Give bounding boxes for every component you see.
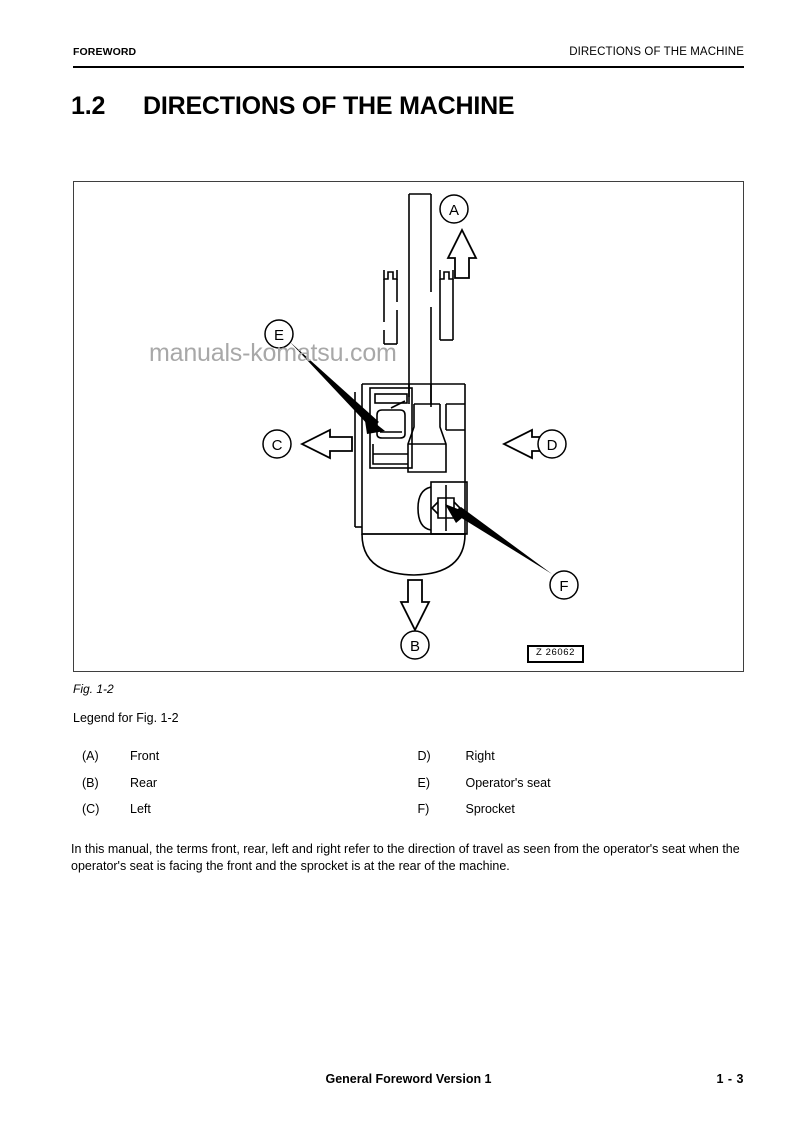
header-section-label: FOREWORD (73, 46, 137, 58)
footer-document-title: General Foreword Version 1 (325, 1072, 492, 1086)
arrow-front-up (446, 227, 478, 279)
page-header: FOREWORD DIRECTIONS OF THE MACHINE (73, 46, 744, 58)
leader-line-f (455, 507, 552, 574)
legend-key: E) (417, 775, 431, 790)
sprocket-teeth-left (430, 501, 439, 515)
legend-key: (C) (82, 802, 100, 816)
leader-arrowhead-f (445, 504, 468, 523)
cab-console (372, 444, 408, 465)
cab-linkage-mark (390, 400, 406, 409)
counterweight-rounded-rear (361, 533, 466, 576)
callout-circle-e (264, 319, 294, 349)
legend-value: Operator's seat (465, 775, 551, 790)
callout-circle-c (262, 429, 292, 459)
legend-entry-a: (A) Front (73, 749, 409, 776)
legend-value: Left (130, 802, 151, 816)
legend-key: (B) (82, 775, 99, 790)
header-topic-label: DIRECTIONS OF THE MACHINE (569, 46, 744, 58)
legend-entry-e: E) Operator's seat (409, 776, 745, 803)
callout-label-b: B (410, 638, 420, 655)
legend-table: (A) Front D) Right (B) Rear E) Operator'… (73, 749, 744, 829)
leader-arrowhead-e (364, 414, 385, 434)
watermark: manuals-komatsu.com (149, 339, 397, 367)
section-number: 1.2 (71, 92, 106, 120)
callout-circle-a (439, 194, 469, 224)
figure-1-2: A B C D E F manuals-komatsu.com Z 26062 (73, 181, 744, 672)
callout-label-d: D (547, 437, 558, 454)
legend-entry-b: (B) Rear (73, 776, 409, 803)
callout-label-c: C (272, 437, 283, 454)
sprocket-track-curve (417, 486, 432, 531)
engine-block (407, 404, 447, 473)
legend-entry-c: (C) Left (73, 802, 409, 829)
callout-label-f: F (559, 578, 568, 595)
legend-row: (B) Rear E) Operator's seat (73, 776, 744, 803)
footer-page-number: 1 - 3 (716, 1072, 744, 1086)
arrow-left (299, 428, 353, 460)
drawing-code-box: Z 26062 (527, 645, 585, 663)
callout-label-e: E (274, 327, 284, 344)
cab-roof-bar (374, 393, 408, 404)
legend-row: (C) Left F) Sprocket (73, 802, 744, 829)
callout-circle-b (400, 630, 430, 660)
legend-value: Rear (130, 775, 158, 790)
legend-value: Sprocket (465, 802, 515, 816)
figure-caption: Fig. 1-2 (73, 682, 114, 696)
legend-key: D) (417, 749, 431, 763)
legend-value: Front (130, 749, 160, 763)
machine-top-view-diagram: A B C D E F (262, 193, 579, 660)
legend-row: (A) Front D) Right (73, 749, 744, 776)
leader-line-e (290, 342, 379, 428)
legend-key: F) (417, 802, 430, 816)
operator-seat (376, 409, 406, 439)
callout-circle-d (537, 429, 567, 459)
body-paragraph: In this manual, the terms front, rear, l… (71, 842, 740, 873)
callout-circle-f (549, 570, 579, 600)
legend-entry-f: F) Sprocket (409, 802, 745, 829)
callout-label-a: A (449, 202, 459, 219)
legend-title: Legend for Fig. 1-2 (73, 711, 179, 725)
header-rule (73, 66, 744, 68)
legend-entry-d: D) Right (409, 749, 745, 776)
legend-value: Right (465, 749, 495, 763)
right-fork-tip (439, 270, 454, 280)
left-fork-tip (383, 270, 398, 280)
legend-key: (A) (82, 749, 99, 763)
page-title: 1.2 DIRECTIONS OF THE MACHINE (71, 92, 515, 121)
arrow-rear-down (399, 579, 431, 633)
section-title-text: DIRECTIONS OF THE MACHINE (143, 92, 515, 120)
